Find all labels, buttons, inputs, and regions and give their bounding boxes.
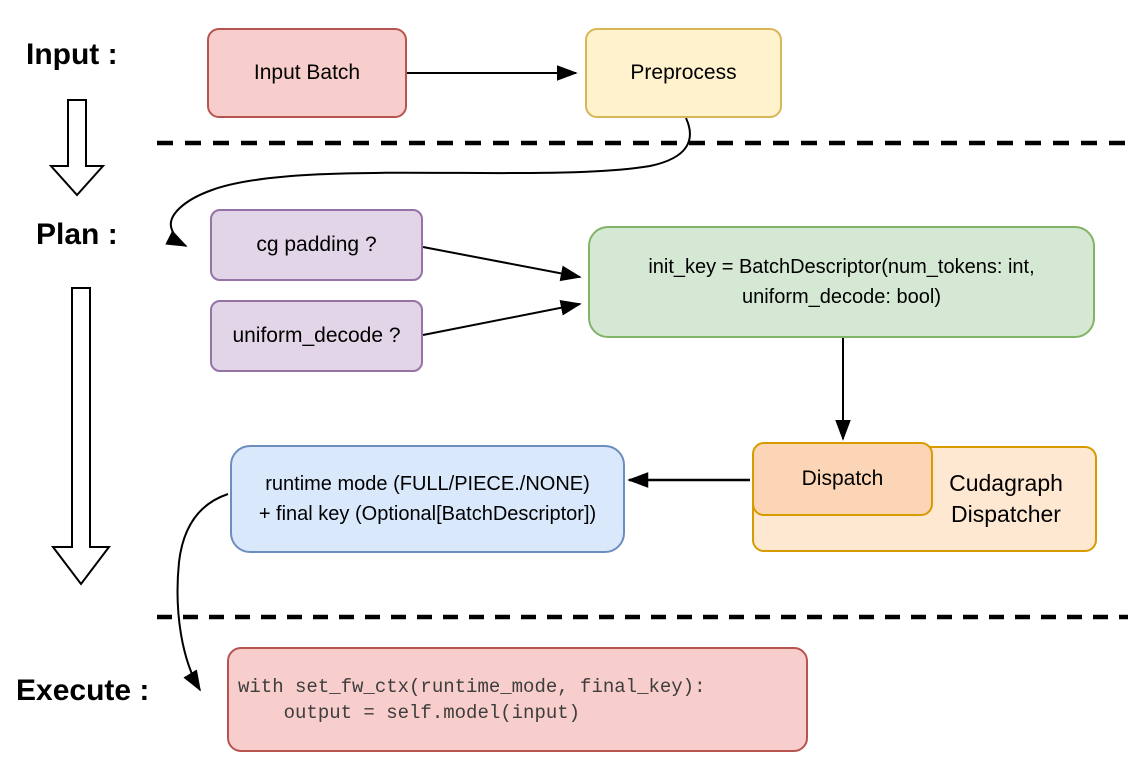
- node-dispatch-label: Dispatch: [801, 466, 884, 490]
- node-init-key: init_key = BatchDescriptor(num_tokens: i…: [588, 226, 1095, 338]
- node-runtime-mode-line1: runtime mode (FULL/PIECE./NONE): [265, 473, 590, 495]
- arrow-cgpadding-to-initkey: [422, 246, 582, 282]
- cudagraph-label-line1: Cudagraph: [949, 470, 1063, 496]
- node-init-key-line2: uniform_decode: bool): [741, 286, 941, 308]
- execute-code-line1: with set_fw_ctx(runtime_mode, final_key)…: [238, 675, 706, 698]
- stage-label-execute: Execute :: [16, 674, 150, 707]
- cudagraph-label-line2: Dispatcher: [951, 501, 1061, 527]
- node-uniform-decode: uniform_decode ?: [210, 300, 423, 372]
- node-cudagraph-dispatcher-label: Cudagraph Dispatcher: [923, 468, 1089, 530]
- plan-to-execute-down-arrow-icon: [50, 287, 112, 586]
- node-runtime-mode: runtime mode (FULL/PIECE./NONE) + final …: [230, 445, 625, 553]
- node-init-key-line1: init_key = BatchDescriptor(num_tokens: i…: [648, 256, 1035, 278]
- node-preprocess-label: Preprocess: [630, 60, 737, 84]
- node-execute-code: with set_fw_ctx(runtime_mode, final_key)…: [227, 647, 808, 752]
- arrow-runtimemode-to-execute-code: [176, 493, 229, 692]
- node-preprocess: Preprocess: [585, 28, 782, 118]
- node-cg-padding: cg padding ?: [210, 209, 423, 281]
- input-to-plan-down-arrow-icon: [48, 99, 106, 197]
- arrow-uniformdecode-to-initkey: [422, 300, 582, 336]
- node-uniform-decode-label: uniform_decode ?: [232, 323, 401, 347]
- stage-label-input: Input :: [26, 38, 118, 71]
- node-input-batch-label: Input Batch: [253, 60, 361, 84]
- node-runtime-mode-line2: + final key (Optional[BatchDescriptor]): [258, 503, 597, 525]
- node-input-batch: Input Batch: [207, 28, 407, 118]
- node-dispatch: Dispatch: [752, 442, 933, 516]
- execute-code-line2: output = self.model(input): [238, 701, 581, 724]
- stage-label-plan: Plan :: [36, 218, 118, 251]
- arrow-preprocess-to-cgpadding: [165, 117, 691, 247]
- node-cg-padding-label: cg padding ?: [256, 232, 377, 256]
